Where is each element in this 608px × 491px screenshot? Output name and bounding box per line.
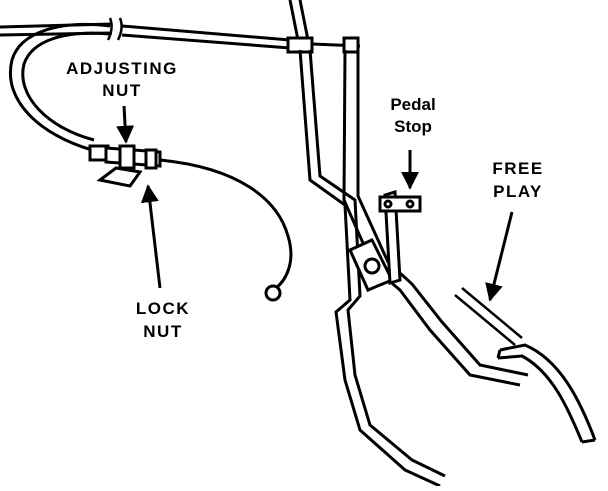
cable-lower [159,158,293,290]
pedal-stop-bracket [378,190,422,285]
adjusting-nut-label-line2: NUT [102,81,142,100]
cable-loop [9,22,111,152]
free-play-label-line1: FREE [492,159,544,178]
cable-break [106,17,123,41]
adjusting-nut-label: ADJUSTING NUT [52,60,192,99]
cable-upper [0,22,291,50]
lock-nut-label-line1: LOCK [135,299,191,318]
pedal-mount [286,0,361,54]
cable-eyelet [264,284,282,302]
pedal-stop-label-line1: Pedal [390,95,436,114]
pedal-arm [298,49,529,488]
pedal-pad [496,343,597,444]
pedal-stop-label-line2: Stop [394,117,432,136]
free-play-label-line2: PLAY [493,182,543,201]
adjusting-nut-arrow [116,105,135,144]
lock-nut-arrow [140,184,162,289]
pedal-pivot [348,238,395,292]
adjuster-assembly [88,144,162,188]
pedal-stop-label: Pedal Stop [378,96,448,135]
free-play-lines [454,287,523,346]
lock-nut-label: LOCK NUT [118,300,208,340]
lock-nut-label-line2: NUT [143,322,183,341]
free-play-arrow [485,211,514,302]
free-play-label: FREE PLAY [478,160,558,200]
adjusting-nut-label-line1: ADJUSTING [66,59,178,78]
